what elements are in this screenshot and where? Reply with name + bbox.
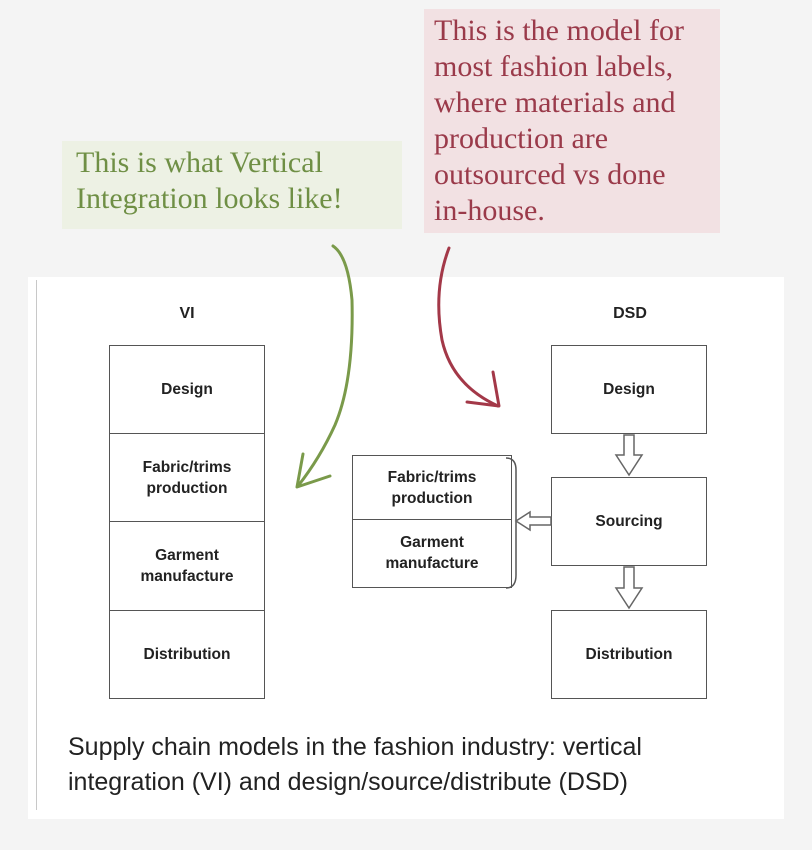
design-to-sourcing-arrow [614,434,644,477]
vi-garment-cell: Garment manufacture [110,522,264,611]
dsd-garment-cell: Garment manufacture [385,534,479,572]
sourcing-to-distribution-arrow [614,566,644,610]
figure-caption: Supply chain models in the fashion indus… [68,733,642,796]
outsourced-brace [505,457,517,589]
green-arrowhead [295,452,332,489]
green-arrow [296,244,354,488]
red-arrowhead [465,370,501,408]
outsourced-stack: Fabric/trims production Garment manufact… [352,455,512,588]
vi-stack: Design Fabric/trims production Garment m… [109,345,265,699]
dsd-fabric-cell: Fabric/trims production [353,456,511,520]
dsd-distribution-box: Distribution [551,610,707,699]
dsd-design-box: Design [551,345,707,434]
vertical-integration-note: This is what Vertical Integration looks … [62,141,402,229]
dsd-sourcing-box: Sourcing [551,477,707,566]
dsd-title: DSD [613,305,647,322]
vi-fabric-cell: Fabric/trims production [110,434,264,522]
panel-edge-line [36,280,37,810]
vi-design-cell: Design [110,346,264,434]
red-arrow [437,246,500,408]
vi-distribution-cell: Distribution [143,645,231,663]
fashion-labels-note: This is the model for most fashion label… [424,9,720,233]
sourcing-to-outsourced-arrow [514,510,552,532]
vi-title: VI [179,305,195,322]
